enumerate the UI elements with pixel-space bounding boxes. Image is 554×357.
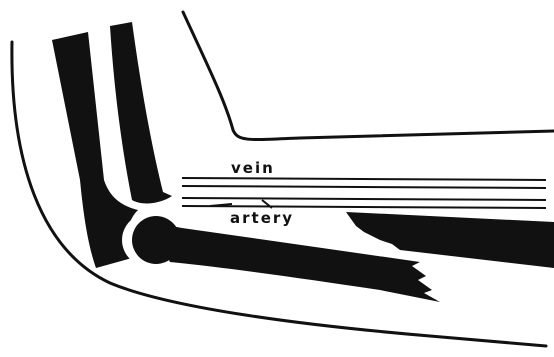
arm-outline-inner (183, 12, 554, 140)
vein-line-upper (182, 178, 546, 180)
artery-line-lower (182, 206, 546, 208)
ulna-upper-bone (110, 22, 172, 203)
vein-line-lower (182, 186, 546, 188)
vein-label: vein (231, 159, 275, 177)
artery-label: artery (230, 209, 294, 227)
artery-line-upper (182, 198, 546, 200)
